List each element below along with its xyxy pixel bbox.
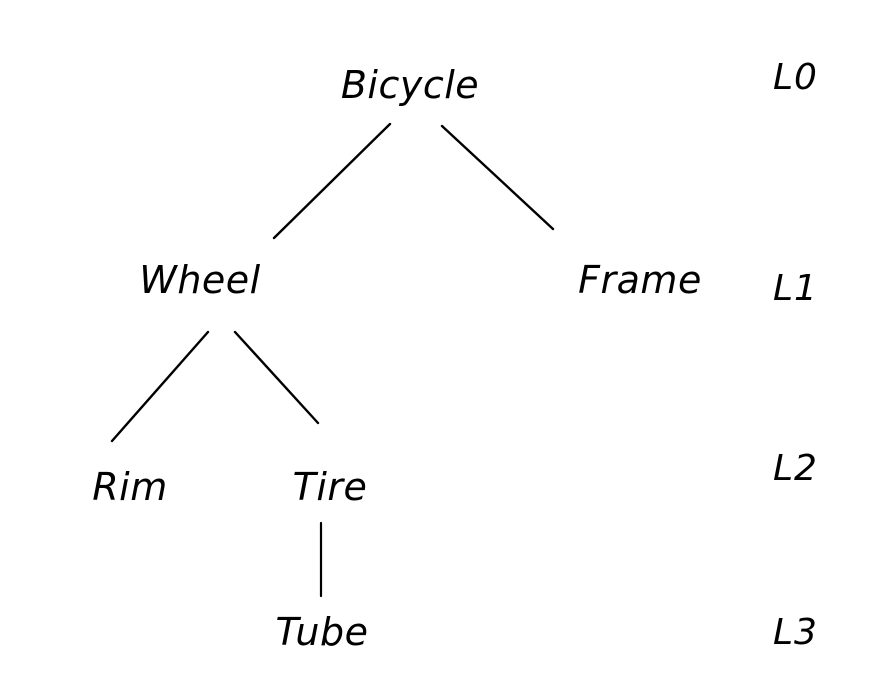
node-tube[interactable]: Tube <box>275 610 369 654</box>
edge-bicycle-wheel <box>272 122 392 240</box>
level-label-l1: L1 <box>773 268 818 309</box>
node-frame[interactable]: Frame <box>578 258 702 302</box>
node-wheel[interactable]: Wheel <box>139 258 261 302</box>
edge-wheel-rim <box>110 330 210 443</box>
node-tire[interactable]: Tire <box>292 465 368 509</box>
node-bicycle[interactable]: Bicycle <box>340 63 480 107</box>
level-label-l3: L3 <box>773 612 818 653</box>
level-label-l2: L2 <box>773 448 818 489</box>
edge-wheel-tire <box>233 330 320 425</box>
level-label-l0: L0 <box>773 57 818 98</box>
node-rim[interactable]: Rim <box>92 465 168 509</box>
edge-bicycle-frame <box>440 124 555 231</box>
